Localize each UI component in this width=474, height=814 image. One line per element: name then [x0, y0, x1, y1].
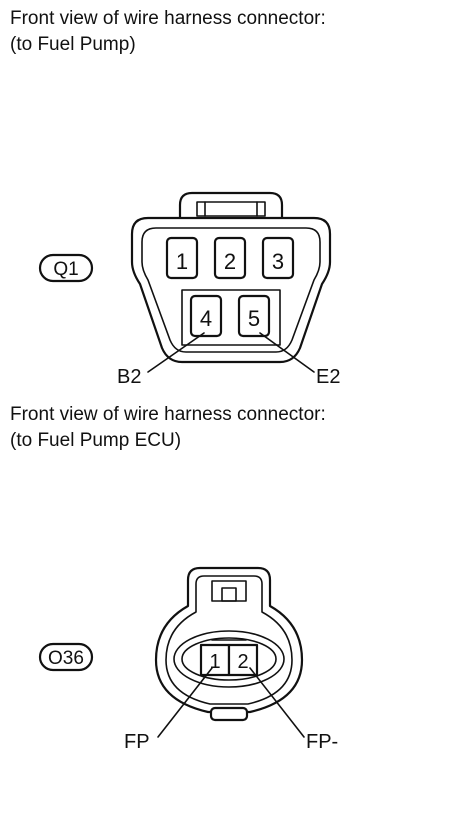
pin-label-b2: B2 [117, 366, 141, 388]
leader-line-e2 [259, 332, 315, 373]
connector-q1: Q1 1 2 3 4 5 [38, 191, 340, 388]
pin-number: 2 [237, 651, 248, 673]
pin-5: 5 [237, 294, 271, 338]
pin-number: 2 [224, 249, 236, 274]
pin-2: 2 [213, 236, 247, 280]
caption-line: (to Fuel Pump ECU) [10, 430, 182, 451]
connector-housing-inner [141, 227, 321, 353]
connector-code: Q1 [53, 259, 78, 280]
caption-line: Front view of wire harness connector: [10, 404, 326, 425]
caption-fuel-pump: Front view of wire harness connector: (t… [10, 6, 326, 58]
connector-housing-inner [165, 575, 293, 705]
pin-label-fp: FP [124, 731, 150, 753]
latch-window [196, 201, 266, 217]
connector-code-tag: O36 [38, 642, 94, 672]
leader-line-b2 [147, 332, 205, 373]
connector-oval-inner [181, 637, 277, 681]
pin-number: 5 [248, 306, 260, 331]
connector-code: O36 [48, 648, 84, 669]
connector-key [209, 706, 249, 722]
connector-latch [178, 191, 284, 224]
pin-3: 3 [261, 236, 295, 280]
pin-1: 1 [199, 643, 231, 677]
leader-line-fp [157, 667, 213, 738]
pin-number: 1 [209, 651, 220, 673]
code-tag-outline [38, 253, 94, 283]
connector-code-tag: Q1 [38, 253, 94, 283]
caption-line: (to Fuel Pump) [10, 34, 136, 55]
pin-1: 1 [165, 236, 199, 280]
pin-number: 3 [272, 249, 284, 274]
caption-fuel-pump-ecu: Front view of wire harness connector: (t… [10, 402, 326, 454]
caption-line: Front view of wire harness connector: [10, 8, 326, 29]
pin-cavity [181, 289, 281, 346]
pin-number: 4 [200, 306, 212, 331]
leader-line-fp-minus [249, 667, 305, 738]
connector-oval-outer [173, 630, 285, 688]
code-tag-outline [38, 642, 94, 672]
pin-4: 4 [189, 294, 223, 338]
connector-o36: O36 1 2 FP FP- [38, 566, 338, 753]
pin-number: 1 [176, 249, 188, 274]
pin-label-e2: E2 [316, 366, 340, 388]
pin-label-fp-minus: FP- [306, 731, 338, 753]
